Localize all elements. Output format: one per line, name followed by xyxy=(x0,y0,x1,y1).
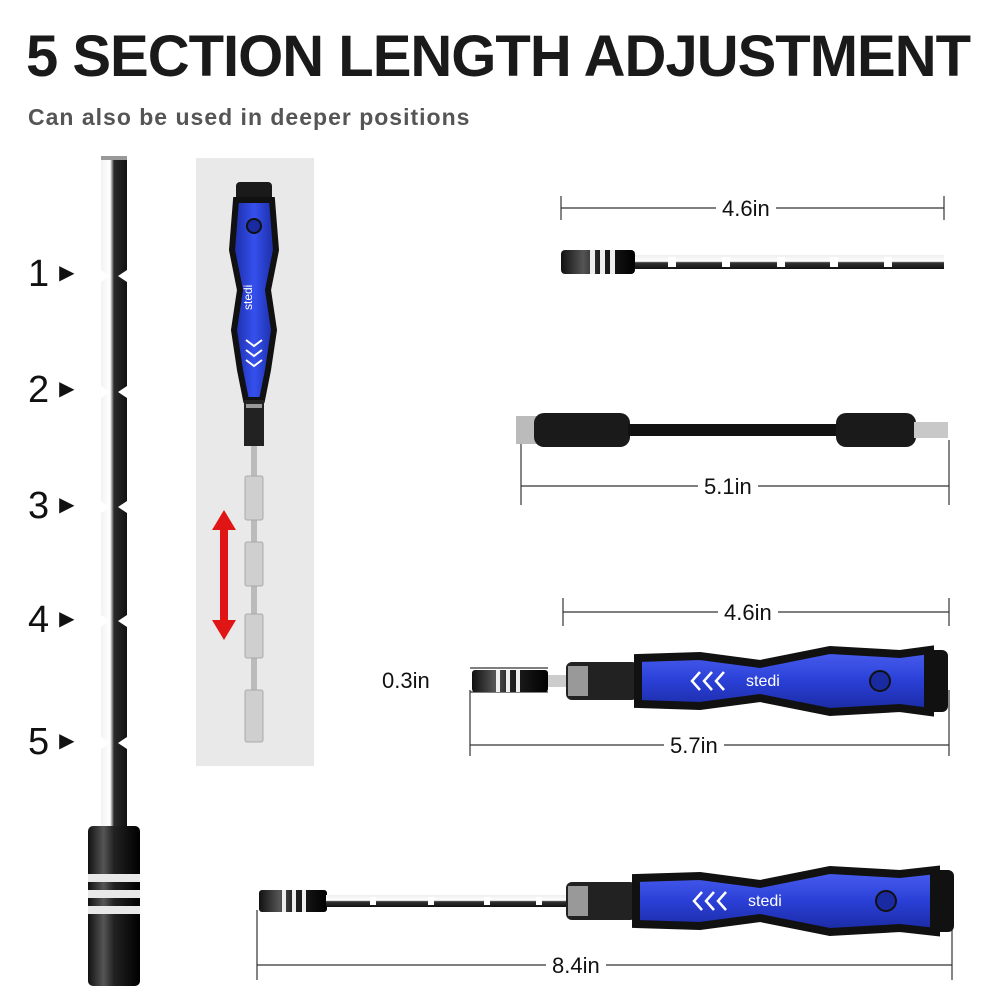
dimension-label: 4.6in xyxy=(716,196,776,222)
brand-label: stedi xyxy=(746,673,780,690)
page-subtitle: Can also be used in deeper positions xyxy=(28,104,471,130)
flexible-shaft xyxy=(516,413,948,447)
section-marker-4: 4▶ xyxy=(28,600,75,642)
brand-label: stedi xyxy=(241,285,255,310)
double-arrow-icon xyxy=(212,510,236,640)
section-number: 4 xyxy=(28,599,50,641)
section-number: 2 xyxy=(28,369,50,411)
dimension-label: 5.1in xyxy=(698,474,758,500)
screwdriver-short: stedi xyxy=(472,645,948,717)
arrow-right-icon: ▶ xyxy=(59,607,75,630)
section-number: 3 xyxy=(28,485,50,527)
section-number: 5 xyxy=(28,721,50,763)
screwdriver-long: stedi xyxy=(259,865,954,937)
section-marker-2: 2▶ xyxy=(28,370,75,412)
dimension-label: 5.7in xyxy=(664,733,724,759)
dimension-label: 0.3in xyxy=(382,668,430,693)
arrow-right-icon: ▶ xyxy=(59,493,75,516)
brand-label: stedi xyxy=(748,893,782,910)
extension-rod-vertical xyxy=(88,156,140,986)
page-title: 5 SECTION LENGTH ADJUSTMENT xyxy=(26,24,971,89)
arrow-right-icon: ▶ xyxy=(59,377,75,400)
section-marker-3: 3▶ xyxy=(28,486,75,528)
dimension-label: 4.6in xyxy=(718,600,778,626)
arrow-right-icon: ▶ xyxy=(59,729,75,752)
arrow-right-icon: ▶ xyxy=(59,261,75,284)
extension-rod-horizontal xyxy=(561,250,944,274)
section-marker-1: 1▶ xyxy=(28,254,75,296)
dimension-lines xyxy=(256,196,953,980)
vertical-screwdriver-panel: stedi xyxy=(196,158,314,766)
section-number: 1 xyxy=(28,253,50,295)
dimension-label: 8.4in xyxy=(546,953,606,979)
section-marker-5: 5▶ xyxy=(28,722,75,764)
